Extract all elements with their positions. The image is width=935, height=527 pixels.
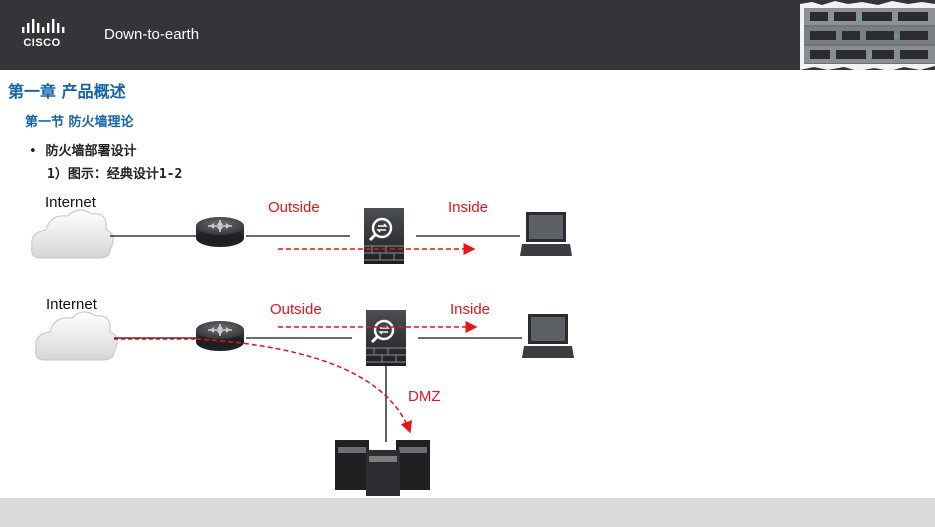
dmz-server-icon: [335, 440, 430, 496]
cisco-logo: CISCO: [14, 18, 70, 52]
footer-band: [0, 498, 935, 527]
top-internet-label: Internet: [45, 194, 97, 211]
bullet-dot-icon: •: [29, 144, 37, 159]
brand-tagline: Down-to-earth: [104, 26, 200, 43]
top-router-icon: [196, 217, 244, 247]
cisco-logo-text: CISCO: [23, 37, 61, 49]
dmz-traffic-arrow: [195, 338, 413, 434]
server-rack-photo: [800, 0, 935, 72]
top-firewall-icon: [364, 208, 404, 264]
chapter-title: 第一章 产品概述: [8, 82, 126, 101]
bottom-laptop-icon: [522, 314, 574, 358]
top-inside-label: Inside: [448, 199, 488, 216]
section-title: 第一节 防火墙理论: [25, 115, 134, 130]
bullet-item: • 防火墙部署设计: [29, 140, 137, 159]
top-cloud-icon: [31, 209, 114, 259]
bottom-router-icon: [196, 321, 244, 351]
top-laptop-icon: [520, 212, 572, 256]
top-outside-label: Outside: [268, 199, 320, 216]
header-bar: CISCO Down-to-earth: [0, 0, 935, 72]
sub-item: 1）图示：经典设计1-2: [47, 167, 183, 182]
bottom-firewall-icon: [366, 310, 406, 366]
dmz-label: DMZ: [408, 388, 441, 405]
bottom-inside-label: Inside: [450, 301, 490, 318]
bottom-outside-label: Outside: [270, 301, 322, 318]
bullet-text: 防火墙部署设计: [45, 144, 137, 159]
bottom-cloud-icon: [35, 311, 118, 361]
bottom-internet-label: Internet: [46, 296, 98, 313]
network-diagram: Internet Outside Inside: [31, 194, 574, 496]
